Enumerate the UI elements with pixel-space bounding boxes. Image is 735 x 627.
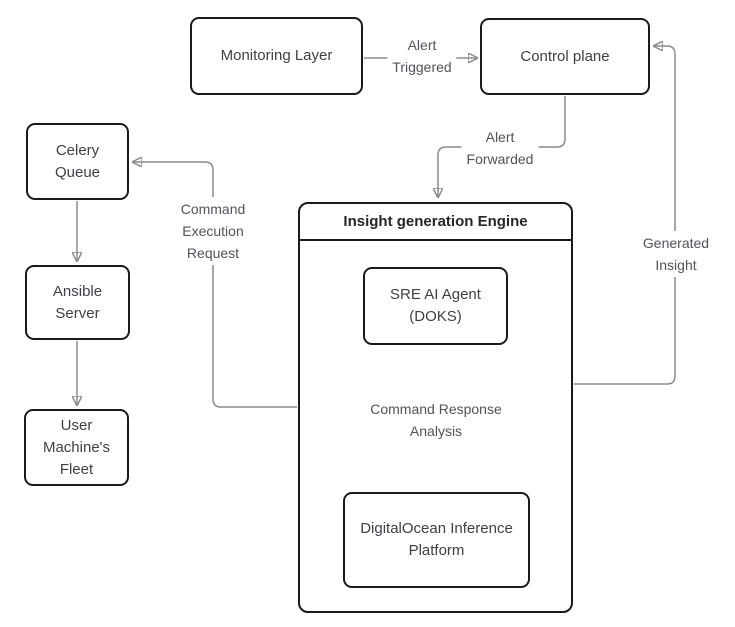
edge-label-alert-forwarded: Alert Forwarded bbox=[461, 125, 539, 171]
node-control-plane: Control plane bbox=[480, 18, 650, 95]
node-do-inference-platform: DigitalOcean Inference Platform bbox=[343, 492, 530, 588]
edge-label-generated-insight: Generated Insight bbox=[637, 231, 715, 277]
node-celery-queue: Celery Queue bbox=[26, 123, 129, 200]
node-monitoring-layer: Monitoring Layer bbox=[190, 17, 363, 95]
insight-engine-title: Insight generation Engine bbox=[300, 204, 571, 241]
edge-label-command-execution-request: Command Execution Request bbox=[175, 197, 251, 265]
monitoring-layer-label: Monitoring Layer bbox=[220, 47, 333, 64]
edge-generated-insight bbox=[574, 46, 676, 385]
edge-label-command-response-analysis: Command Response Analysis bbox=[365, 397, 507, 443]
user-machines-fleet-label: User Machine's Fleet bbox=[42, 416, 111, 478]
do-inference-platform-label: DigitalOcean Inference Platform bbox=[360, 520, 513, 559]
node-sre-ai-agent: SRE AI Agent (DOKS) bbox=[363, 267, 508, 345]
edge-label-alert-triggered: Alert Triggered bbox=[387, 33, 457, 79]
control-plane-label: Control plane bbox=[520, 47, 610, 65]
node-user-machines-fleet: User Machine's Fleet bbox=[24, 409, 129, 486]
celery-queue-label: Celery Queue bbox=[54, 141, 101, 181]
ansible-server-label: Ansible Server bbox=[52, 282, 103, 322]
node-ansible-server: Ansible Server bbox=[25, 265, 130, 340]
sre-ai-agent-label: SRE AI Agent (DOKS) bbox=[390, 286, 481, 325]
